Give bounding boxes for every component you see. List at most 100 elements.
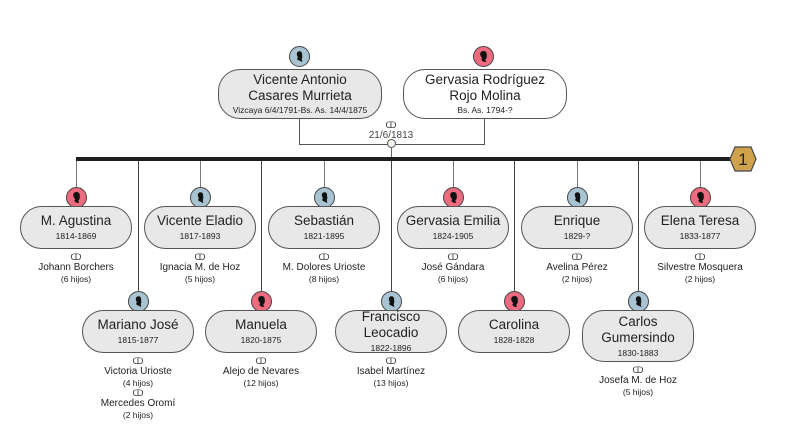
child-name: Elena Teresa [660,213,740,228]
spouse-name[interactable]: Ignacia M. de Hoz [159,262,241,273]
marriage-rings-icon: ↀ [194,252,206,262]
child-name: Carolina [488,317,540,332]
female-silhouette-icon [477,50,490,63]
child-node[interactable]: Manuela 1820-1875 [205,310,317,353]
generation-badge: 1 [729,146,757,172]
child-dates: 1820-1875 [240,335,282,345]
marriage-rings-icon: ↀ [132,388,144,398]
child-dates: 1815-1877 [117,335,159,345]
child-drop-line [391,161,392,291]
marriage-knot [387,139,396,148]
child-dates: 1824-1905 [432,231,474,241]
marriage-rings-icon: ↀ [132,356,144,366]
female-silhouette-icon [70,191,83,204]
child-name: Gervasia Emilia [405,213,501,228]
child-name-line1: Carlos [618,313,658,329]
mother-dates: Bs. As. 1794-? [457,105,513,115]
child-drop-line [138,161,139,291]
parents-marriage-label: ↀ 21/6/1813 [355,120,427,142]
child-dates: 1817-1893 [179,231,221,241]
child-node[interactable]: Carolina 1828-1828 [458,310,570,353]
child-dates: 1833-1877 [679,231,721,241]
children-count: (12 hijos) [243,378,279,388]
mother-name-line1: Gervasia Rodríguez [424,72,546,87]
child-avatar [628,291,649,312]
marriage-rings-icon: ↀ [385,120,397,130]
mother-name-line2: Rojo Molina [449,88,521,103]
child-drop-line [261,161,262,291]
child-node[interactable]: Sebastián 1821-1895 [268,206,380,249]
spouse-name[interactable]: Mercedes Oromí [100,398,176,409]
male-silhouette-icon [293,50,306,63]
child-drop-line [76,161,77,187]
spouse-name[interactable]: M. Dolores Urioste [282,262,366,273]
child-avatar [128,291,149,312]
child-node[interactable]: Gervasia Emilia 1824-1905 [397,206,509,249]
child-avatar [567,187,588,208]
male-silhouette-icon [318,191,331,204]
child-dates: 1830-1883 [617,347,659,358]
marriage-rings-icon: ↀ [70,252,82,262]
generation-bar [76,157,736,161]
child-avatar [504,291,525,312]
child-drop-line [638,161,639,291]
father-node[interactable]: Vicente Antonio Casares Murrieta Vizcaya… [218,69,382,119]
child-drop-line [324,161,325,187]
child-dates: 1829-? [563,231,591,241]
child-dates: 1828-1828 [493,335,535,345]
child-name: Francisco Leocadio [361,309,421,340]
marriage-rings-icon: ↀ [447,252,459,262]
father-name-line2: Casares Murrieta [248,88,352,103]
mother-avatar [473,46,494,67]
children-count: (5 hijos) [184,274,216,284]
spouse-name[interactable]: Johann Borchers [38,262,114,273]
child-name: Manuela [235,317,287,332]
male-silhouette-icon [632,295,645,308]
father-connector [299,119,300,144]
male-silhouette-icon [194,191,207,204]
child-node[interactable]: Elena Teresa 1833-1877 [644,206,756,249]
mother-connector [484,119,485,144]
child-name-line2: Gumersindo [601,329,675,345]
child-dates: 1822-1896 [370,343,412,353]
child-avatar [690,187,711,208]
male-silhouette-icon [132,295,145,308]
child-node[interactable]: Francisco Leocadio 1822-1896 [335,309,447,353]
children-count: (13 hijos) [373,378,409,388]
child-name: Sebastián [293,213,355,228]
children-count: (2 hijos) [122,410,154,420]
male-silhouette-icon [571,191,584,204]
spouse-name[interactable]: Avelina Pérez [546,262,608,273]
children-count: (8 hijos) [308,274,340,284]
marriage-rings-icon: ↀ [694,252,706,262]
children-count: (2 hijos) [561,274,593,284]
child-node[interactable]: Vicente Eladio 1817-1893 [144,206,256,249]
child-dates: 1821-1895 [303,231,345,241]
child-name: Vicente Eladio [156,213,244,228]
spouse-name[interactable]: José Gándara [421,262,485,273]
marriage-rings-icon: ↀ [318,252,330,262]
father-name-line1: Vicente Antonio [253,72,347,87]
spouse-name[interactable]: Victoria Urioste [104,366,172,377]
marriage-rings-icon: ↀ [385,356,397,366]
mother-node[interactable]: Gervasia Rodríguez Rojo Molina Bs. As. 1… [403,69,567,119]
father-dates: Vizcaya 6/4/1791-Bs. As. 14/4/1875 [232,105,368,115]
spouse-name[interactable]: Silvestre Mosquera [657,262,743,273]
children-count: (6 hijos) [60,274,92,284]
spouse-name[interactable]: Alejo de Nevares [222,366,300,377]
marriage-rings-icon: ↀ [255,356,267,366]
spouse-name[interactable]: Josefa M. de Hoz [599,375,677,386]
spouse-name[interactable]: Isabel Martínez [356,366,426,377]
